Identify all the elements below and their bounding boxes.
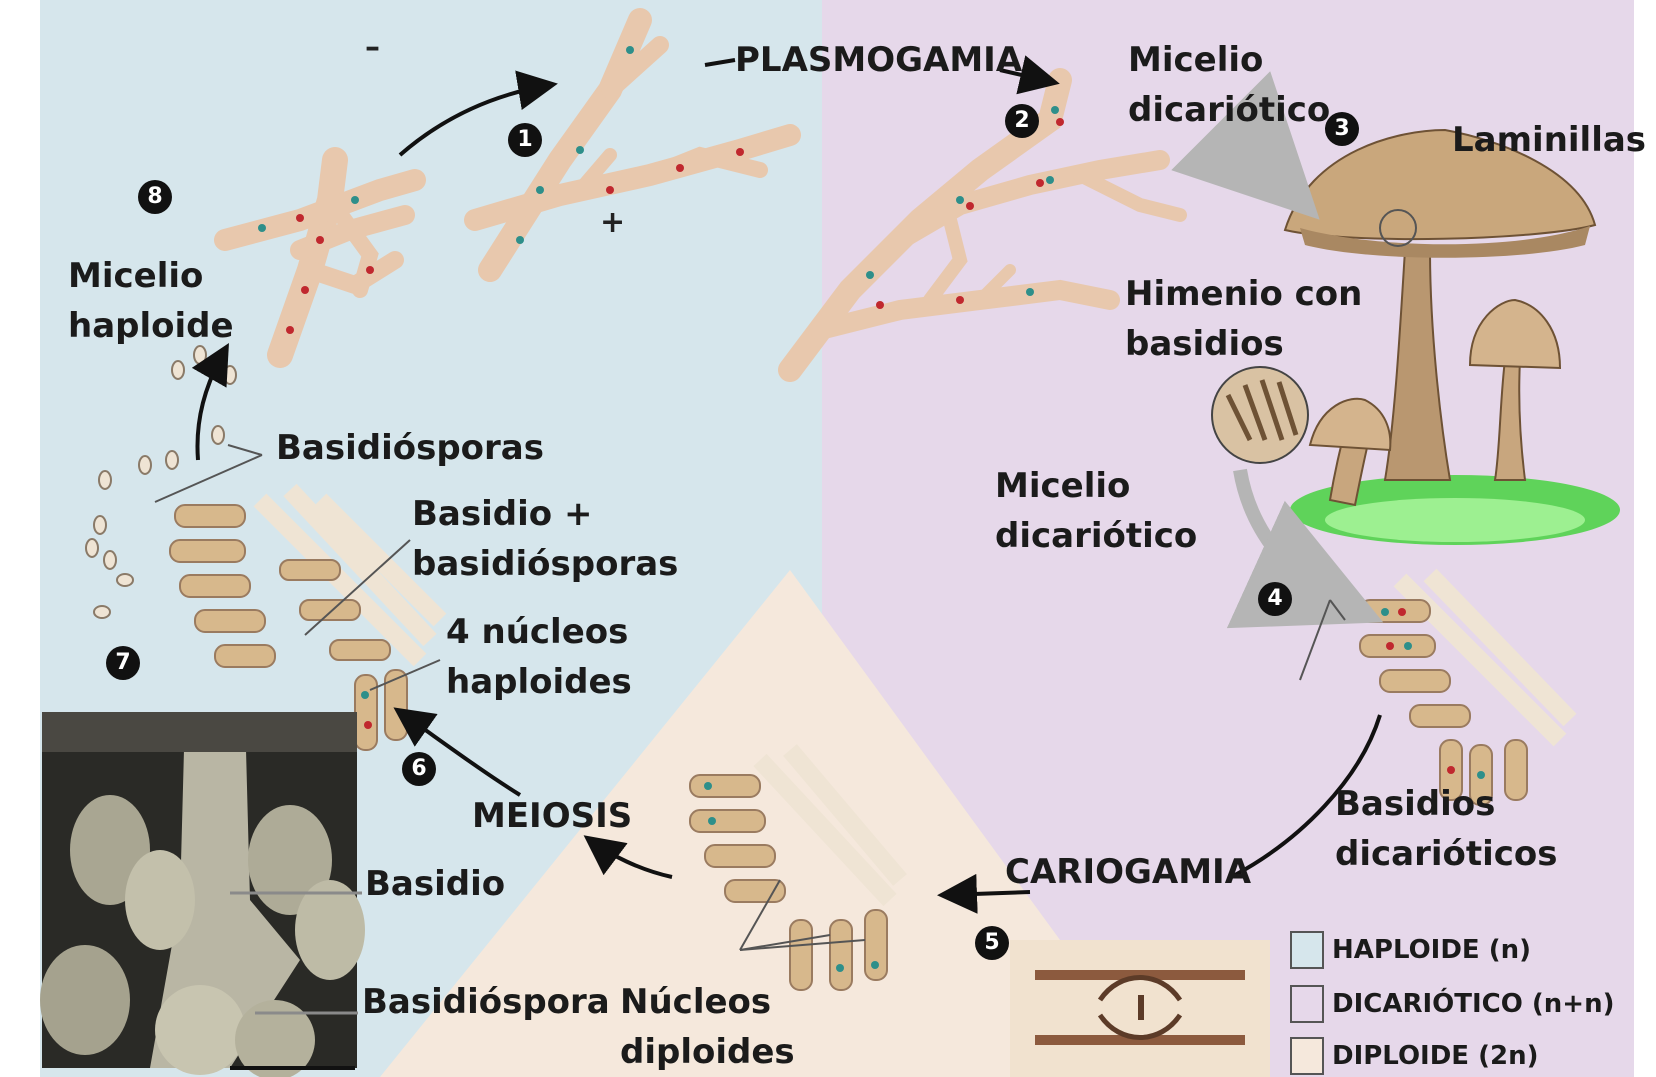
legend-label-haploid: HAPLOIDE (n) [1332, 935, 1532, 965]
label-himenio-1: Himenio con [1125, 274, 1363, 314]
legend-item-diploid: DIPLOIDE (2n) [1290, 1034, 1539, 1077]
arrow-cariogamia-to-5 [937, 873, 1031, 914]
legend-swatch-haploid [1290, 931, 1324, 969]
label-cuatro-nucleos-2: haploides [446, 662, 632, 702]
basidia-cluster-4 [1359, 568, 1577, 806]
legend-item-haploid: HAPLOIDE (n) [1290, 928, 1531, 972]
nuclei-dikaryotic [866, 106, 1064, 309]
leader-lines [154, 444, 1346, 951]
label-basidio: Basidio [365, 864, 506, 904]
label-basidiospora: Basidióspora [362, 982, 610, 1022]
label-laminillas: Laminillas [1452, 120, 1647, 160]
step-marker-4: 4 [1258, 582, 1292, 616]
label-meiosis: MEIOSIS [472, 796, 633, 836]
label-basidio-mas-1: Basidio + [412, 494, 593, 534]
dikaryotic-mycelium [778, 68, 1187, 382]
arrow-5-to-meiosis [583, 835, 673, 879]
label-cariogamia: CARIOGAMIA [1005, 852, 1252, 892]
dolipore-septum-drawing [1010, 940, 1270, 1077]
arrow-plasmogamia [999, 55, 1060, 95]
step-marker-5: 5 [975, 926, 1009, 960]
label-minus: – [365, 30, 380, 65]
label-micelio-dicariotico-mid-1: Micelio [995, 466, 1131, 506]
label-basidio-mas-2: basidiósporas [412, 544, 679, 584]
label-nucleos-diploides-2: diploides [620, 1032, 795, 1072]
label-basidios-dicarioticos-2: dicarióticos [1335, 834, 1558, 874]
step-marker-1: 1 [508, 123, 542, 157]
label-himenio-2: basidios [1125, 324, 1284, 364]
legend-item-dikaryotic: DICARIÓTICO (n+n) [1290, 982, 1614, 1026]
label-micelio-haploide-2: haploide [68, 306, 234, 346]
label-micelio-haploide-1: Micelio [68, 256, 204, 296]
step-marker-3: 3 [1325, 112, 1359, 146]
arrow-3-to-4 [1226, 468, 1384, 629]
step-marker-7: 7 [106, 646, 140, 680]
step-marker-6: 6 [402, 752, 436, 786]
label-cuatro-nucleos-1: 4 núcleos [446, 612, 629, 652]
arrow-7-to-8 [191, 343, 229, 461]
label-micelio-dicariotico-top-2: dicariótico [1128, 90, 1331, 130]
step-marker-2: 2 [1005, 104, 1039, 138]
label-plus: + [600, 205, 626, 240]
step-marker-8: 8 [138, 180, 172, 214]
basidia-cluster-5 [689, 744, 907, 991]
label-basidios-dicarioticos-1: Basidios [1335, 784, 1496, 824]
basidiospores-scatter [85, 345, 237, 619]
diploid-region [380, 570, 1160, 1077]
label-basidiosporas: Basidiósporas [276, 428, 544, 468]
mushroom-illustration [1211, 128, 1620, 545]
legend-label-diploid: DIPLOIDE (2n) [1332, 1041, 1539, 1071]
arrow-2-to-3 [1171, 71, 1320, 220]
arrow-4-to-cariogamia [1234, 714, 1382, 877]
arrow-meiosis-to-6 [393, 707, 522, 797]
label-plasmogamia: PLASMOGAMIA [735, 40, 1023, 80]
nuclei-haploid [258, 46, 744, 334]
sem-micrograph [40, 712, 365, 1077]
label-micelio-dicariotico-top-1: Micelio [1128, 40, 1264, 80]
label-nucleos-diploides-1: Núcleos [620, 982, 772, 1022]
legend-label-dikaryotic: DICARIÓTICO (n+n) [1332, 989, 1615, 1019]
haploid-mycelium-plus [464, 8, 801, 282]
legend-swatch-diploid [1290, 1037, 1324, 1075]
legend-swatch-dikaryotic [1290, 985, 1324, 1023]
arrow-8-to-1 [398, 70, 558, 157]
label-micelio-dicariotico-mid-2: dicariótico [995, 516, 1198, 556]
